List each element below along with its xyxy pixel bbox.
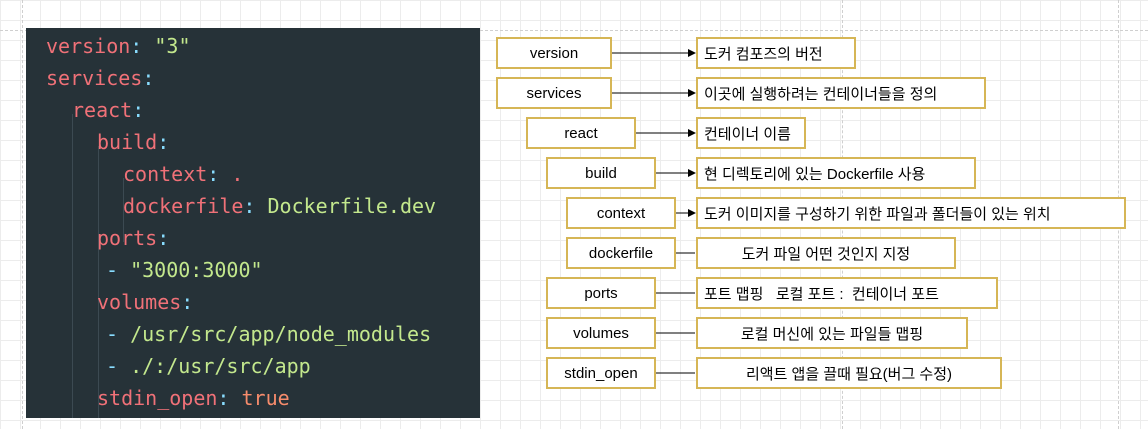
desc-label: 이곳에 실행하려는 컨테이너들을 정의 bbox=[704, 85, 938, 103]
code-line-ports: ports: bbox=[97, 222, 169, 254]
term-label: services bbox=[526, 84, 582, 102]
term-label: volumes bbox=[573, 324, 629, 342]
term-label: dockerfile bbox=[588, 244, 654, 262]
yaml-key: build bbox=[97, 130, 158, 154]
term-box-dockerfile: dockerfile bbox=[566, 237, 676, 269]
docker-compose-code-panel: version: "3" services: react: build: con… bbox=[26, 28, 480, 418]
yaml-colon: : bbox=[157, 226, 170, 250]
yaml-value: "3000:3000" bbox=[130, 258, 263, 282]
term-label: react bbox=[564, 124, 598, 142]
term-label: build bbox=[585, 164, 617, 182]
desc-box-build: 현 디렉토리에 있는 Dockerfile 사용 bbox=[696, 157, 976, 189]
code-line-stdin-open: stdin_open: true bbox=[97, 382, 290, 414]
term-box-version: version bbox=[496, 37, 612, 69]
yaml-colon: : bbox=[130, 34, 155, 58]
indent-guide bbox=[98, 274, 99, 306]
yaml-value: "3" bbox=[154, 34, 191, 58]
desc-label: 도커 파일 어떤 것인지 지정 bbox=[741, 245, 911, 263]
term-label: stdin_open bbox=[564, 364, 638, 382]
term-box-context: context bbox=[566, 197, 676, 229]
code-line-volume-2: - ./:/usr/src/app bbox=[106, 350, 311, 382]
desc-box-react: 컨테이너 이름 bbox=[696, 117, 806, 149]
code-line-volumes: volumes: bbox=[97, 286, 193, 318]
code-line-services: services: bbox=[46, 62, 154, 94]
yaml-colon: : bbox=[132, 98, 145, 122]
desc-label: 현 디렉토리에 있는 Dockerfile 사용 bbox=[704, 165, 926, 183]
desc-box-stdin-open: 리액트 앱을 끌때 필요(버그 수정) bbox=[696, 357, 1002, 389]
desc-box-volumes: 로컬 머신에 있는 파일들 맵핑 bbox=[696, 317, 968, 349]
yaml-value: /usr/src/app/node_modules bbox=[130, 322, 432, 346]
code-line-volume-1: - /usr/src/app/node_modules bbox=[106, 318, 431, 350]
desc-box-services: 이곳에 실행하려는 컨테이너들을 정의 bbox=[696, 77, 986, 109]
desc-box-dockerfile: 도커 파일 어떤 것인지 지정 bbox=[696, 237, 956, 269]
yaml-dash: - bbox=[106, 354, 131, 378]
guide-line bbox=[22, 0, 23, 429]
indent-guide bbox=[123, 178, 124, 242]
yaml-colon: : bbox=[157, 130, 170, 154]
yaml-key: dockerfile bbox=[123, 194, 244, 218]
yaml-colon: : bbox=[207, 162, 232, 186]
code-line-ports-item: - "3000:3000" bbox=[106, 254, 263, 286]
desc-label: 도커 이미지를 구성하기 위한 파일과 폴더들이 있는 위치 bbox=[704, 205, 1051, 223]
desc-box-version: 도커 컴포즈의 버전 bbox=[696, 37, 856, 69]
desc-box-context: 도커 이미지를 구성하기 위한 파일과 폴더들이 있는 위치 bbox=[696, 197, 1126, 229]
code-line-build: build: bbox=[97, 126, 169, 158]
term-label: context bbox=[596, 204, 646, 222]
yaml-colon: : bbox=[181, 290, 194, 314]
yaml-key: stdin_open bbox=[97, 386, 218, 410]
yaml-colon: : bbox=[142, 66, 155, 90]
code-line-dockerfile: dockerfile: Dockerfile.dev bbox=[123, 190, 436, 222]
term-box-services: services bbox=[496, 77, 612, 109]
yaml-key: context bbox=[123, 162, 208, 186]
desc-label: 컨테이너 이름 bbox=[704, 125, 791, 143]
term-box-stdin-open: stdin_open bbox=[546, 357, 656, 389]
term-box-volumes: volumes bbox=[546, 317, 656, 349]
yaml-dash: - bbox=[106, 258, 131, 282]
code-line-react: react: bbox=[72, 94, 144, 126]
yaml-key: volumes bbox=[97, 290, 182, 314]
yaml-key: react bbox=[72, 98, 133, 122]
yaml-dash: - bbox=[106, 322, 131, 346]
yaml-colon: : bbox=[243, 194, 268, 218]
desc-box-ports: 포트 맵핑 로컬 포트 : 컨테이너 포트 bbox=[696, 277, 998, 309]
yaml-key: ports bbox=[97, 226, 158, 250]
yaml-value: true bbox=[241, 386, 290, 410]
yaml-value: ./:/usr/src/app bbox=[130, 354, 311, 378]
term-label: version bbox=[529, 44, 579, 62]
code-line-context: context: . bbox=[123, 158, 243, 190]
desc-label: 포트 맵핑 로컬 포트 : 컨테이너 포트 bbox=[704, 285, 939, 303]
yaml-key: services bbox=[46, 66, 143, 90]
indent-guide bbox=[72, 114, 73, 418]
yaml-value: Dockerfile.dev bbox=[267, 194, 437, 218]
code-line-version: version: "3" bbox=[46, 30, 191, 62]
desc-label: 도커 컴포즈의 버전 bbox=[704, 45, 823, 63]
term-box-build: build bbox=[546, 157, 656, 189]
desc-label: 로컬 머신에 있는 파일들 맵핑 bbox=[740, 325, 924, 343]
indent-guide bbox=[98, 338, 99, 402]
term-label: ports bbox=[584, 284, 618, 302]
desc-label: 리액트 앱을 끌때 필요(버그 수정) bbox=[745, 365, 953, 383]
term-box-react: react bbox=[526, 117, 636, 149]
yaml-colon: : bbox=[217, 386, 242, 410]
term-box-ports: ports bbox=[546, 277, 656, 309]
guide-line bbox=[0, 30, 1148, 31]
yaml-value: . bbox=[231, 162, 244, 186]
yaml-key: version bbox=[46, 34, 131, 58]
